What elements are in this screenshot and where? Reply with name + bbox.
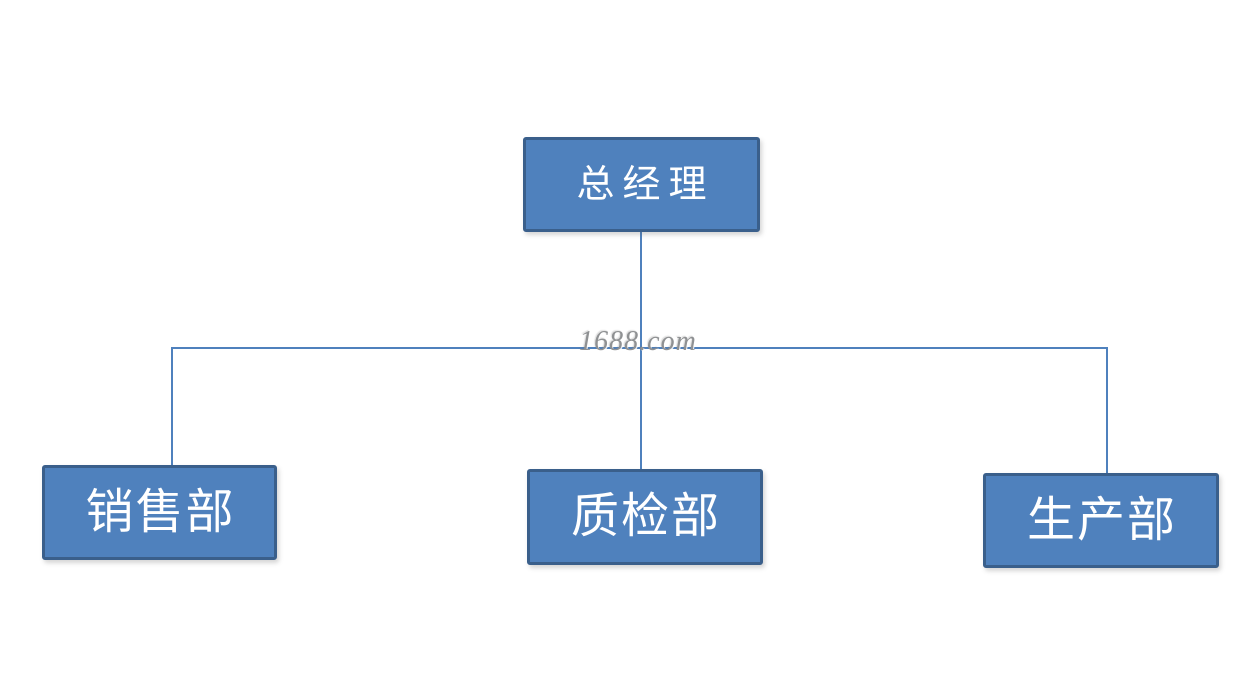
node-production-dept: 生产部	[983, 473, 1219, 568]
node-general-manager: 总经理	[523, 137, 760, 232]
node-production-dept-label: 生产部	[1026, 493, 1177, 547]
node-qc-dept: 质检部	[527, 469, 763, 565]
node-qc-dept-label: 质检部	[570, 490, 721, 543]
node-sales-dept-label: 销售部	[85, 485, 236, 539]
node-sales-dept: 销售部	[42, 465, 277, 560]
node-general-manager-label: 总经理	[576, 163, 715, 206]
